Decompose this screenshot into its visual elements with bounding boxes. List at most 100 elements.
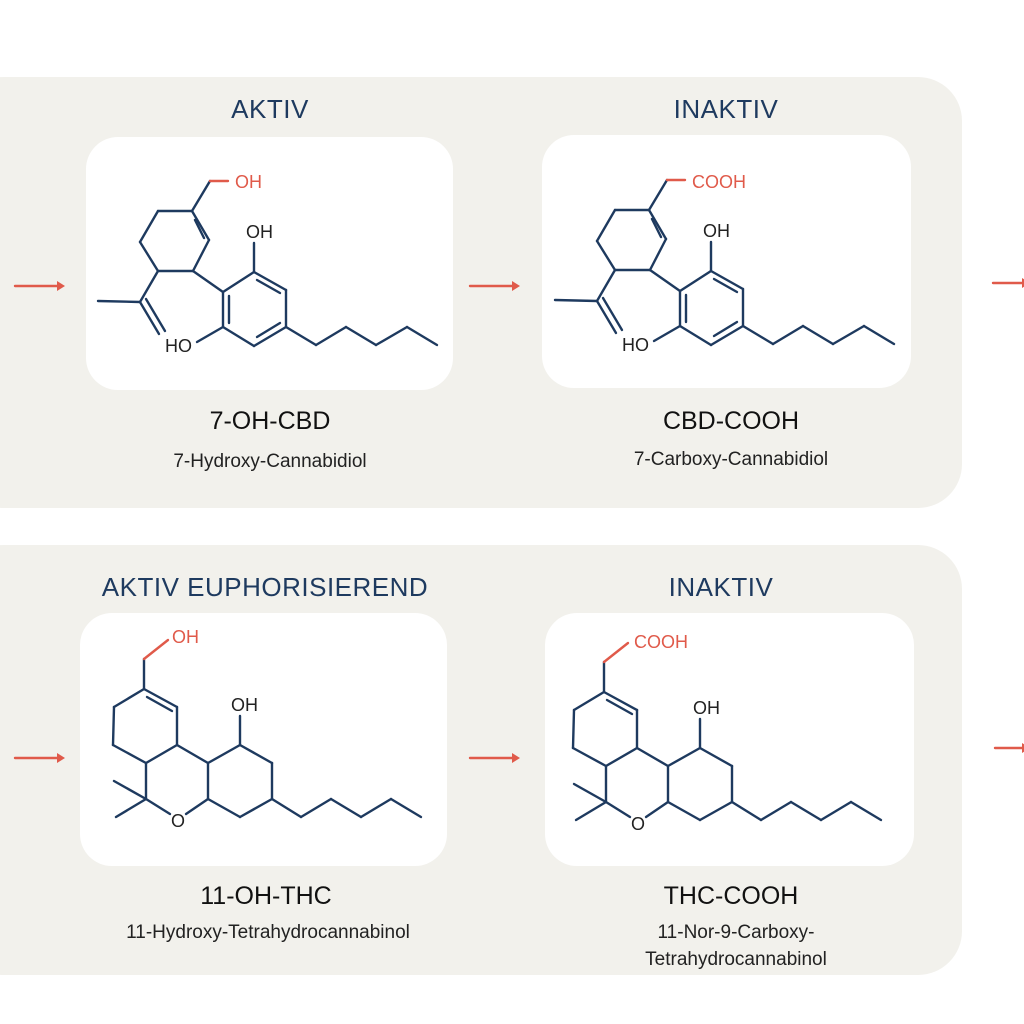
11-oh-thc-bond <box>206 797 242 819</box>
cbd-cooh-bond <box>647 178 669 212</box>
11-oh-thc-bond <box>299 797 333 819</box>
thc-cooh-bond <box>698 746 734 768</box>
thc-cooh-bond <box>571 708 576 750</box>
thc-cooh-bond <box>644 800 670 819</box>
molecule-card-7-oh-cbd <box>86 137 453 390</box>
thc-cooh-bond <box>730 800 763 822</box>
11-oh-thc-functional-bond <box>142 638 170 661</box>
11-oh-thc-bond <box>145 695 174 713</box>
cbd-cooh-bond <box>771 324 805 346</box>
11-oh-thc-bond <box>270 797 303 819</box>
cbd-cooh-bond <box>595 208 617 243</box>
7-oh-cbd-bond <box>193 218 206 240</box>
arrow-head-icon <box>512 281 520 291</box>
status-heading: AKTIV EUPHORISIEREND <box>101 572 429 602</box>
7-oh-cbd-bond <box>255 321 282 339</box>
thc-cooh-bond <box>698 800 734 822</box>
cbd-cooh-bond <box>595 268 617 303</box>
thc-cooh-functional-bond <box>602 641 630 664</box>
cbd-cooh-bond <box>595 239 617 272</box>
thc-cooh-bond <box>572 690 606 712</box>
compound-abbreviation: 11-OH-THC <box>200 882 332 910</box>
hydroxyl-label: OH <box>231 695 258 715</box>
compound-abbreviation: THC-COOH <box>663 882 799 910</box>
7-oh-cbd-bond <box>221 325 256 348</box>
cbd-cooh-bond <box>712 320 739 338</box>
thc-cooh-bond <box>635 746 670 768</box>
cbd-cooh-bond <box>678 269 713 293</box>
compound-full-name: 11-Hydroxy-Tetrahydrocannabinol <box>126 922 410 943</box>
11-oh-thc-bond <box>389 797 423 819</box>
compound-abbreviation: CBD-COOH <box>662 407 800 435</box>
thc-cooh-bond <box>666 746 702 768</box>
thc-cooh-bond <box>759 800 793 822</box>
oh-group-label: OH <box>172 627 199 647</box>
7-oh-cbd-bond <box>190 179 212 213</box>
11-oh-thc-bond <box>329 797 363 819</box>
compound-full-name-line1: 11-Nor-9-Carboxy- <box>657 922 815 943</box>
7-oh-cbd-bond <box>252 325 288 348</box>
thc-cooh-bond <box>571 746 608 768</box>
compound-abbreviation: 7-OH-CBD <box>209 407 331 435</box>
hydroxyl-label: OH <box>703 221 730 241</box>
11-oh-thc-bond <box>144 797 172 816</box>
cbd-cooh-bond <box>601 296 624 332</box>
oxygen-label: O <box>631 814 645 834</box>
11-oh-thc-bond <box>111 705 116 747</box>
oxygen-label: O <box>171 811 185 831</box>
7-oh-cbd-bond <box>191 238 211 273</box>
7-oh-cbd-bond <box>284 325 318 347</box>
thc-cooh-bond <box>572 782 608 804</box>
7-oh-cbd-bond <box>138 209 160 244</box>
thc-cooh-bond <box>789 800 823 822</box>
thc-cooh-bond <box>819 800 853 822</box>
thc-cooh-bond <box>849 800 883 822</box>
cbd-cooh-bond <box>648 237 668 272</box>
7-oh-cbd-bond <box>138 269 160 304</box>
cbd-cooh-bond <box>712 277 739 294</box>
arrow-head-icon <box>512 753 520 763</box>
11-oh-thc-bond <box>184 797 210 816</box>
7-oh-cbd-bond <box>374 325 409 347</box>
cbd-cooh-bond <box>862 324 896 346</box>
cbd-cooh-bond <box>709 324 745 347</box>
7-oh-cbd-bond <box>144 297 167 333</box>
hydroxyl-label: OH <box>246 222 273 242</box>
thc-cooh-bond <box>604 800 632 819</box>
cbd-cooh-bond <box>678 324 713 347</box>
compound-full-name: 7-Carboxy-Cannabidiol <box>633 449 829 470</box>
11-oh-thc-bond <box>238 743 274 765</box>
11-oh-thc-bond <box>206 743 242 765</box>
thc-cooh-bond <box>604 746 639 768</box>
11-oh-thc-bond <box>359 797 393 819</box>
cbd-cooh-bond <box>595 299 618 335</box>
cbd-cooh-bond <box>652 324 682 343</box>
7-oh-cbd-bond <box>252 270 288 292</box>
compound-full-name-line2: Tetrahydrocannabinol <box>645 949 827 970</box>
7-oh-cbd-bond <box>255 278 282 295</box>
oh-group-label: OH <box>235 172 262 192</box>
11-oh-thc-bond <box>112 687 146 709</box>
molecule-card-11-oh-thc <box>80 613 447 866</box>
status-heading: INAKTIV <box>673 94 779 124</box>
thc-cooh-bond <box>666 800 702 822</box>
cbd-cooh-bond <box>831 324 866 346</box>
11-oh-thc-bond <box>142 687 179 709</box>
cooh-group-label: COOH <box>634 632 688 652</box>
cbd-cooh-bond <box>650 217 663 239</box>
7-oh-cbd-bond <box>405 325 439 347</box>
cbd-cooh-bond <box>648 268 682 293</box>
hydroxyl-label: HO <box>165 336 192 356</box>
7-oh-cbd-bond <box>138 240 160 273</box>
cbd-cooh-bond <box>801 324 835 346</box>
7-oh-cbd-bond <box>96 299 142 304</box>
11-oh-thc-bond <box>111 743 148 765</box>
7-oh-cbd-bond <box>314 325 348 347</box>
thc-cooh-bond <box>574 800 608 822</box>
hydroxyl-label: HO <box>622 335 649 355</box>
cbd-cooh-bond <box>741 324 775 346</box>
molecule-card-thc-cooh <box>545 613 914 866</box>
11-oh-thc-bond <box>144 743 179 765</box>
cbd-cooh-bond <box>709 269 745 291</box>
